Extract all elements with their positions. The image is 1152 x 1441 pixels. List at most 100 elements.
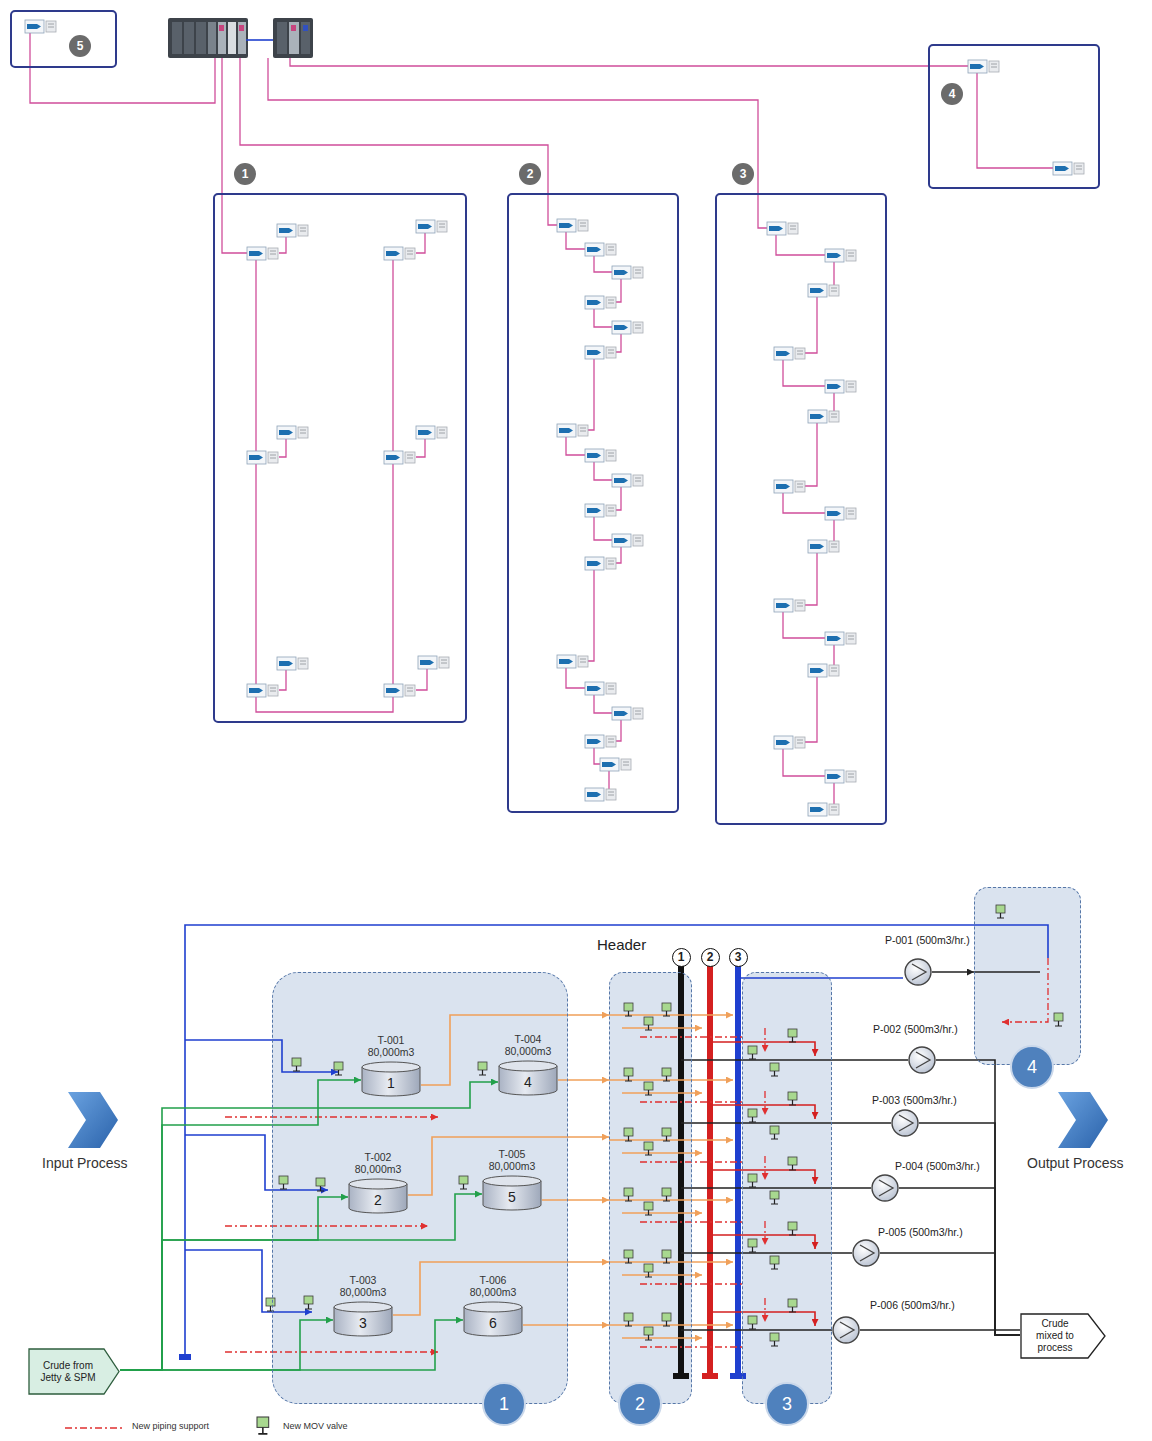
tank-roof — [362, 1062, 420, 1072]
crude-pipe — [974, 971, 1040, 973]
storage-tank: T-006 80,000m36 — [463, 1301, 523, 1337]
mov-valve — [748, 1239, 757, 1252]
actuator-icon — [585, 735, 616, 748]
network-wire — [977, 73, 1053, 168]
actuator-icon — [247, 247, 278, 260]
mov-valve — [748, 1316, 757, 1329]
mov-valve — [624, 1128, 633, 1141]
actuator-icon — [612, 321, 643, 334]
tank-number: 4 — [498, 1072, 558, 1092]
network-wire — [290, 58, 968, 66]
pump-impeller — [840, 1322, 854, 1338]
pump-tag: P-003 (500m3/hr.) — [872, 1094, 957, 1107]
box-label: Crude mixed to process — [1032, 1318, 1078, 1354]
pump-symbol: P-001 (500m3/hr.) — [904, 958, 932, 986]
actuator-icon — [774, 599, 805, 612]
legend-text: New MOV valve — [283, 1421, 348, 1432]
pump-impeller — [860, 1245, 874, 1261]
plc-rack — [168, 18, 248, 58]
header-pipe — [735, 966, 741, 1378]
pipe-connector — [523, 1324, 609, 1326]
actuator-icon — [25, 20, 56, 33]
pipe-connector — [408, 1137, 609, 1195]
mov-valve — [662, 1313, 671, 1326]
tank-outlet-pipe — [622, 1274, 702, 1276]
plc-rack — [239, 25, 244, 31]
plc-rack — [289, 22, 299, 54]
actuator-icon — [277, 426, 308, 439]
tank-outlet-pipe — [622, 1212, 702, 1214]
mov-valve — [788, 1092, 797, 1105]
pump-symbol: P-004 (500m3/hr.) — [871, 1174, 899, 1202]
mov-valve — [770, 1126, 779, 1139]
pump-suction-pipe — [710, 1105, 815, 1119]
network-wire — [268, 58, 767, 228]
mov-valve — [644, 1264, 653, 1277]
actuator-icon — [418, 656, 449, 669]
mov-valve — [279, 1176, 288, 1189]
network-wire — [30, 33, 1053, 809]
plc-rack — [291, 25, 296, 31]
new-piping-support — [764, 1028, 765, 1052]
actuator-icon — [557, 219, 588, 232]
tank-number: 1 — [361, 1073, 421, 1093]
tank-outlet-pipe — [622, 1337, 702, 1339]
actuator-icon — [808, 803, 839, 816]
actuator-icon — [585, 346, 616, 359]
callout-number: 4 — [1010, 1045, 1054, 1089]
pipe-connector — [860, 1329, 1020, 1331]
pump-impeller — [912, 964, 926, 980]
chevron-arrow — [1058, 1092, 1108, 1148]
pump-suction-pipe — [710, 1170, 815, 1184]
network-wire — [30, 33, 215, 103]
header-pipe — [730, 1373, 746, 1379]
mov-valve — [662, 1003, 671, 1016]
zone-frame: 5 — [10, 10, 117, 68]
actuator-icon — [25, 20, 1084, 816]
callout-number: 4 — [941, 83, 963, 105]
header-pipe — [707, 966, 713, 1378]
pump-symbol: P-006 (500m3/hr.) — [832, 1316, 860, 1344]
mov-valve — [644, 1017, 653, 1030]
actuator-icon — [774, 480, 805, 493]
chevron-arrow — [68, 1092, 118, 1148]
tank-tag: T-006 80,000m3 — [463, 1274, 523, 1298]
mov-valve — [748, 1174, 757, 1187]
box-outline — [1021, 1314, 1105, 1358]
mov-valve — [292, 1058, 301, 1071]
mov-valve — [662, 1068, 671, 1081]
tank-number: 2 — [348, 1190, 408, 1210]
legend-text: New piping support — [132, 1421, 209, 1432]
pipe-connector — [558, 1079, 609, 1081]
process-chevron-shape — [68, 1092, 118, 1148]
pump-casing — [833, 1317, 859, 1343]
pipe-connector — [120, 1197, 348, 1370]
actuator-icon — [557, 655, 588, 668]
actuator-icon — [774, 736, 805, 749]
actuator-icon — [585, 449, 616, 462]
mov-valve — [316, 1178, 325, 1191]
mov-valve — [748, 1109, 757, 1122]
plc-rack — [219, 25, 224, 31]
crude-pipe — [185, 1040, 338, 1072]
tank-number: 6 — [463, 1313, 523, 1333]
actuator-icon — [825, 507, 856, 520]
pipe-connector — [393, 1262, 609, 1315]
pump-tag: P-002 (500m3/hr.) — [873, 1023, 958, 1036]
mov-valve — [478, 1062, 487, 1075]
mov-valve — [644, 1142, 653, 1155]
storage-tank: T-004 80,000m34 — [498, 1060, 558, 1096]
new-piping-support — [225, 958, 1048, 1352]
callout-number: 2 — [519, 163, 541, 185]
pump-casing — [909, 1047, 935, 1073]
zone-fill — [272, 972, 568, 1404]
network-wire — [776, 235, 839, 809]
mov-valve — [748, 1046, 757, 1059]
pump-symbol: P-003 (500m3/hr.) — [891, 1109, 919, 1137]
pump-tag: P-006 (500m3/hr.) — [870, 1299, 955, 1312]
storage-tank: T-003 80,000m33 — [333, 1301, 393, 1337]
callout-number: 5 — [69, 35, 91, 57]
tank-roof — [499, 1061, 557, 1071]
